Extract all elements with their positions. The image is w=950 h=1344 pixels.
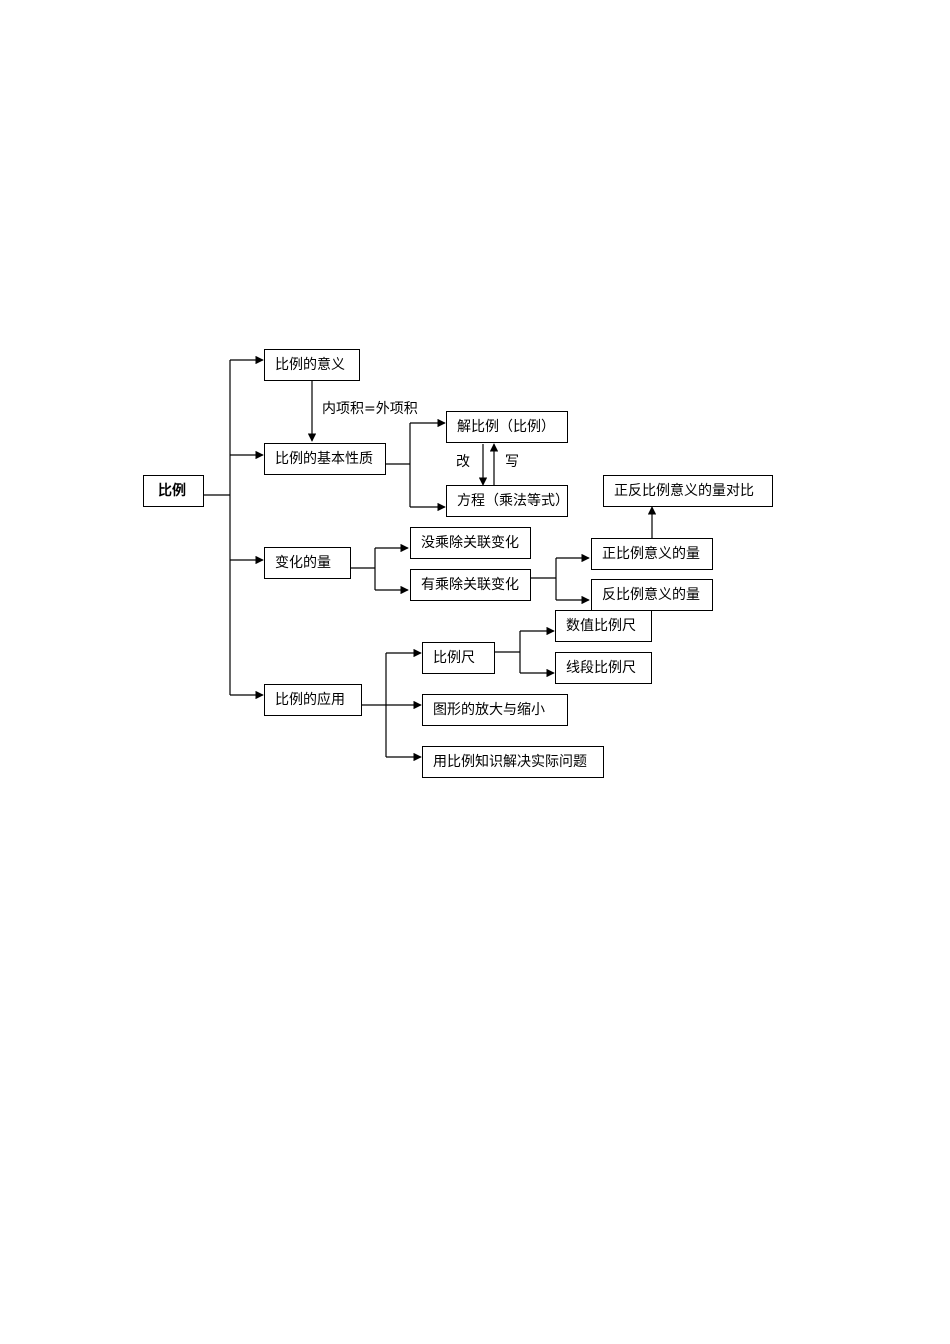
label-write: 写 bbox=[505, 454, 519, 470]
node-direct-proportion: 正比例意义的量 bbox=[591, 538, 713, 570]
node-scale: 比例尺 bbox=[422, 642, 495, 674]
node-equation: 方程（乘法等式） bbox=[446, 485, 569, 517]
node-application: 比例的应用 bbox=[264, 684, 362, 716]
node-inverse-proportion: 反比例意义的量 bbox=[591, 579, 713, 611]
node-changing-quantities: 变化的量 bbox=[264, 547, 351, 579]
node-enlarge-shrink: 图形的放大与缩小 bbox=[422, 694, 568, 726]
node-line-scale: 线段比例尺 bbox=[555, 652, 652, 684]
root-node: 比例 bbox=[143, 475, 204, 507]
label-inner-outer: 内项积=外项积 bbox=[322, 401, 418, 417]
node-comparison: 正反比例意义的量对比 bbox=[603, 475, 773, 507]
node-numeric-scale: 数值比例尺 bbox=[555, 610, 652, 642]
node-has-relation: 有乘除关联变化 bbox=[410, 569, 531, 601]
node-no-relation: 没乘除关联变化 bbox=[410, 527, 531, 559]
node-meaning: 比例的意义 bbox=[264, 349, 360, 381]
label-change: 改 bbox=[456, 454, 470, 470]
node-solve-proportion: 解比例（比例） bbox=[446, 411, 568, 443]
node-solve-problems: 用比例知识解决实际问题 bbox=[422, 746, 604, 778]
node-basic-property: 比例的基本性质 bbox=[264, 443, 386, 475]
